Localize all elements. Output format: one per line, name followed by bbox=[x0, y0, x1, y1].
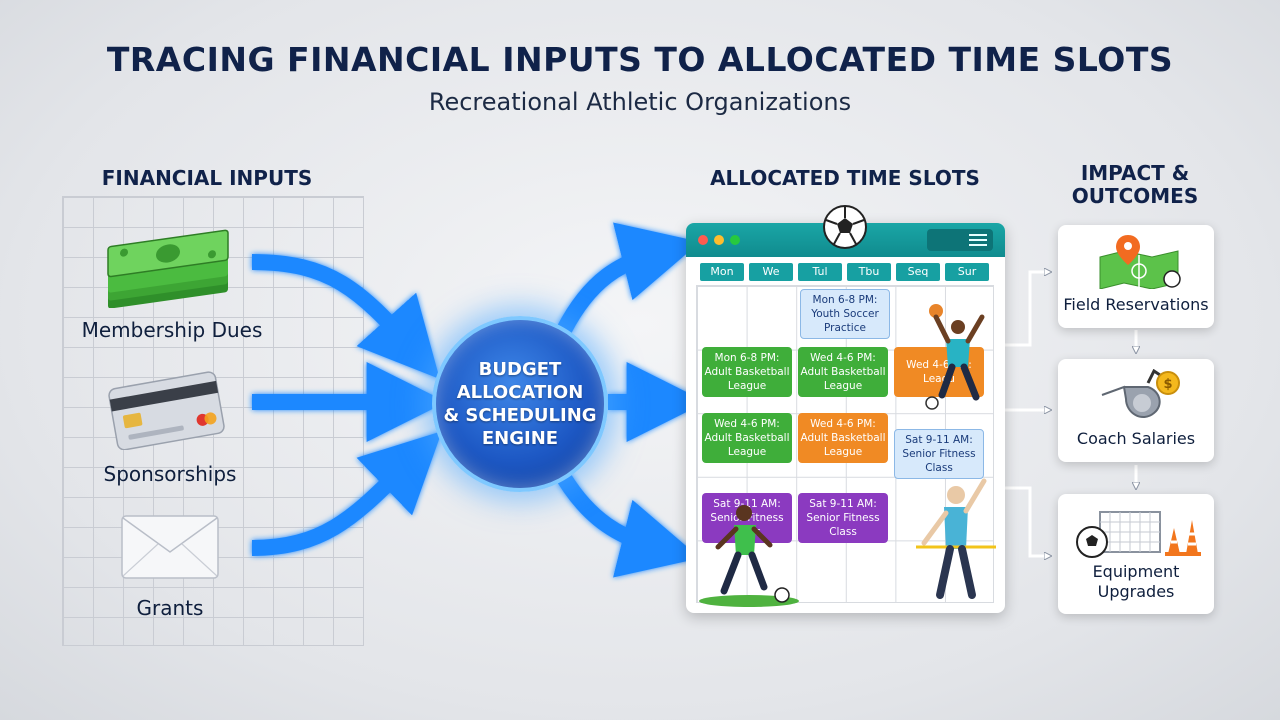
envelope-icon bbox=[121, 515, 219, 579]
outcome-label-coach-salaries: Coach Salaries bbox=[1076, 429, 1196, 448]
day-header: Tbu bbox=[847, 263, 891, 281]
calendar-event[interactable]: Wed 4-6 PM: Adult Basketball League bbox=[798, 413, 888, 463]
menu-icon[interactable] bbox=[969, 234, 987, 246]
connector-equipment bbox=[1004, 486, 1050, 556]
window-minimize-dot[interactable] bbox=[714, 235, 724, 245]
budget-allocation-engine: BUDGET ALLOCATION & SCHEDULING ENGINE bbox=[432, 316, 608, 492]
outcome-label-equipment-upgrades: Equipment Upgrades bbox=[1092, 562, 1180, 601]
calendar-event[interactable]: Wed 4-6 PM: Adult Basketball League bbox=[798, 347, 888, 397]
page-title: TRACING FINANCIAL INPUTS TO ALLOCATED TI… bbox=[106, 40, 1174, 79]
day-header: We bbox=[749, 263, 793, 281]
map-pin-field-icon bbox=[1099, 235, 1181, 289]
soccer-ball-icon bbox=[823, 205, 867, 249]
flow-arrow-out-top bbox=[556, 222, 701, 334]
calendar-event[interactable]: Sat 9-11 AM: Senior Fitness Class bbox=[798, 493, 888, 543]
day-header: Tul bbox=[798, 263, 842, 281]
flow-arrow-out-bottom bbox=[557, 473, 701, 578]
credit-card-icon bbox=[108, 371, 225, 450]
outcome-label-field-reservations: Field Reservations bbox=[1063, 295, 1209, 314]
calendar-event[interactable]: Sat 9-11 AM: Senior Fitness Class bbox=[894, 429, 984, 479]
outcome-card-equipment-upgrades: Equipment Upgrades bbox=[1058, 494, 1214, 614]
calendar-event[interactable]: Mon 6-8 PM: Adult Basketball League bbox=[702, 347, 792, 397]
flow-arrow-grants bbox=[251, 431, 442, 556]
day-header: Sur bbox=[945, 263, 989, 281]
input-label-membership-dues: Membership Dues bbox=[81, 318, 263, 342]
allocated-time-slots-heading: ALLOCATED TIME SLOTS bbox=[710, 166, 980, 190]
financial-inputs-heading: FINANCIAL INPUTS bbox=[101, 166, 313, 190]
soccer-goal-cones-icon bbox=[1076, 511, 1201, 558]
window-close-dot[interactable] bbox=[698, 235, 708, 245]
impact-outcomes-heading: IMPACT & OUTCOMES bbox=[1071, 161, 1199, 208]
flow-arrow-dues bbox=[251, 254, 440, 379]
schedule-calendar-window: Mon We Tul Tbu Seq Sur Mon 6-8 PM: Youth… bbox=[686, 223, 1005, 613]
day-header: Seq bbox=[896, 263, 940, 281]
page-subtitle: Recreational Athletic Organizations bbox=[428, 88, 852, 116]
connector-field bbox=[1004, 272, 1050, 347]
calendar-event[interactable]: Wed 4-6 PM: Adult Basketball League bbox=[702, 413, 792, 463]
input-label-grants: Grants bbox=[136, 596, 204, 620]
basketball-player-icon bbox=[925, 304, 985, 410]
window-maximize-dot[interactable] bbox=[730, 235, 740, 245]
senior-fitness-figure-icon bbox=[916, 478, 996, 599]
input-label-sponsorships: Sponsorships bbox=[103, 462, 237, 486]
soccer-player-icon bbox=[699, 505, 799, 607]
calendar-event[interactable]: Mon 6-8 PM: Youth Soccer Practice bbox=[800, 289, 890, 339]
outcome-card-coach-salaries: $ Coach Salaries bbox=[1058, 359, 1214, 462]
whistle-coin-icon: $ bbox=[1101, 369, 1180, 418]
cash-stack-icon bbox=[107, 229, 229, 308]
day-header: Mon bbox=[700, 263, 744, 281]
engine-label: BUDGET ALLOCATION & SCHEDULING ENGINE bbox=[443, 359, 597, 449]
outcome-card-field-reservations: Field Reservations bbox=[1058, 225, 1214, 328]
svg-text:$: $ bbox=[1163, 377, 1172, 392]
